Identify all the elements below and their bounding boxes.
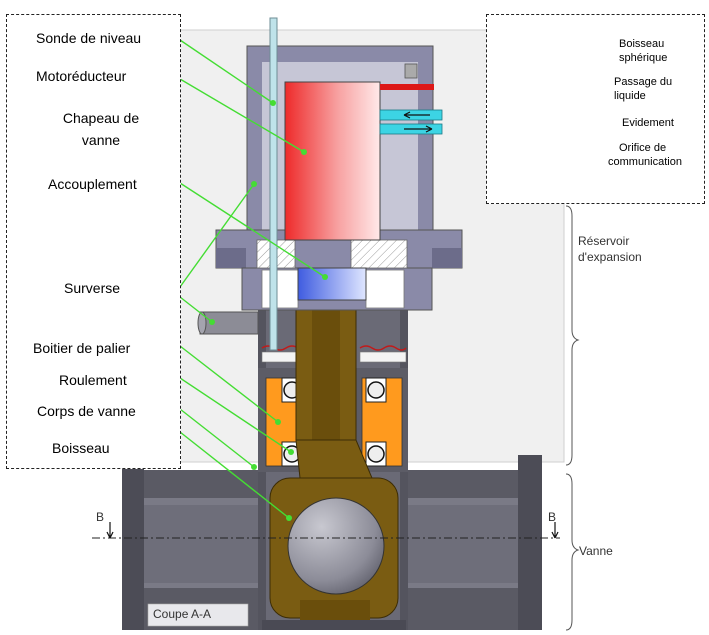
bonnet-flange-left-tab [216,248,246,268]
motor [284,81,381,241]
annotation-section-b-right: B [548,510,557,524]
reservoir-brace [565,205,580,466]
plug-base [262,620,406,630]
label-surverse: Surverse [64,280,121,296]
section-arrow-left [106,522,114,539]
label-chapeau-line2: vanne [81,132,121,148]
pipe-inner-left [144,505,264,583]
coupling-hatch-left [261,269,299,309]
annotation-section-b-left: B [96,510,105,524]
annotation-vanne: Vanne [579,544,613,558]
inset-label-evidement: Evidement [622,117,674,129]
coupling-hatch-right-top [350,239,408,269]
plug-shaft-groove [312,300,340,440]
bonnet-flange-right-tab [432,248,462,268]
bearing-right-ball-top [367,381,385,399]
annotation-reservoir-line1: Réservoir [578,234,630,248]
pipe-flange-left [122,455,144,630]
label-motoreducteur: Motoréducteur [36,68,127,84]
annotation-reservoir-line2: d'expansion [578,250,642,264]
label-boitier-de-palier: Boitier de palier [33,340,131,356]
flow-arrow-right [404,125,433,133]
pipe-red [380,84,434,90]
section-arrow-right [551,522,559,539]
inset-label-passage-line2: liquide [614,90,646,102]
label-corps-de-vanne: Corps de vanne [37,403,136,419]
bearing-right-ball-bottom [367,445,385,463]
annotation-coupe-a-a: Coupe A-A [153,607,212,621]
inset-label-boisseau-line1: Boisseau [619,38,665,50]
inset-label-orifice-line1: Orifice de [619,142,667,154]
seal-right [359,351,407,363]
coupling [297,267,367,301]
coupe-label-bg [147,603,249,627]
overflow-pipe-end [197,311,207,335]
motor-top-stub [404,63,418,79]
label-roulement: Roulement [59,372,127,388]
label-chapeau-line1: Chapeau de [62,110,140,126]
pipe-inner-right [400,505,518,583]
label-sonde-de-niveau: Sonde de niveau [36,30,142,46]
inset-panel [486,14,705,204]
inset-label-orifice-line2: communication [608,156,682,168]
vanne-brace [565,473,580,631]
seal-wave-right [359,345,407,351]
left-legend-panel [6,14,181,469]
level-probe [269,17,278,351]
inset-label-passage-line1: Passage du [614,76,673,88]
plug-bottom [300,600,370,622]
coupling-hatch-right [365,269,405,309]
label-boisseau: Boisseau [52,440,110,456]
plug-ball [287,497,385,595]
flow-arrow-left [403,111,430,119]
label-accouplement: Accouplement [48,176,137,192]
overflow-pipe [199,311,259,335]
inset-label-boisseau-line2: sphérique [619,52,668,64]
pipe-flange-right [518,455,542,630]
